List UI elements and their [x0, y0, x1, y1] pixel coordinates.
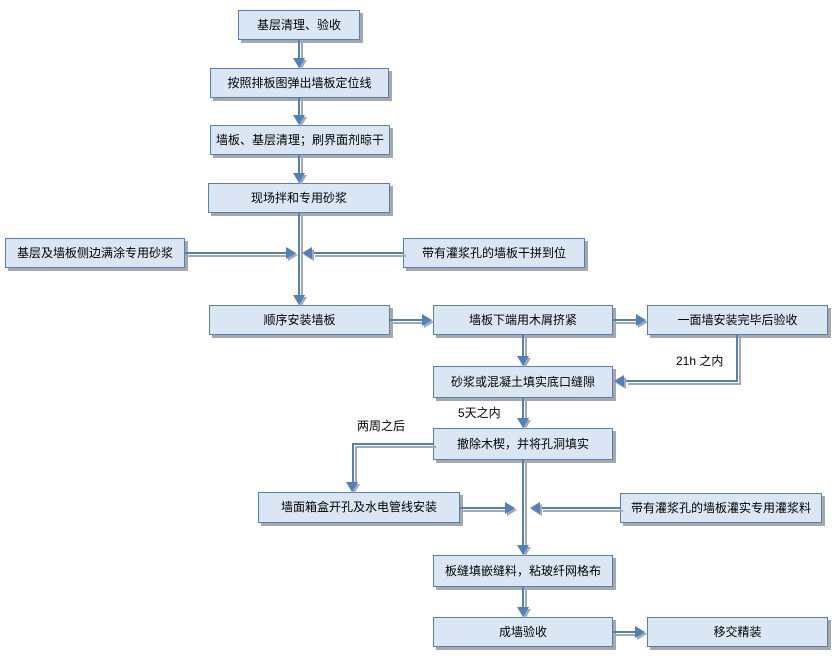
edge-n11-n12-vline: [352, 443, 354, 482]
node-label: 板缝填嵌缝料，粘玻纤网格布: [444, 563, 601, 578]
edge-n5-junction-line: [185, 252, 286, 254]
node-grout-panels-with-special-grout: 带有灌浆孔的墙板灌实专用灌浆料: [620, 493, 822, 523]
node-label: 基层清理、验收: [256, 17, 341, 32]
node-seal-joints-fiberglass-mesh: 板缝填嵌缝料，粘玻纤网格布: [433, 555, 613, 587]
edge-n15-n16-line: [613, 631, 635, 633]
edge-n4-n7-line: [298, 213, 300, 295]
node-dry-fit-grout-hole-panels: 带有灌浆孔的墙板干拼到位: [403, 238, 585, 268]
edge-n7-n8-arrowhead: [422, 314, 432, 326]
node-label: 基层及墙板侧边满涂专用砂浆: [16, 245, 173, 260]
edge-n2-n3-arrowhead: [293, 115, 305, 125]
edge-n8-n9-arrowhead: [636, 314, 646, 326]
edge-n13-junction-line: [540, 507, 620, 509]
node-label: 带有灌浆孔的墙板干拼到位: [421, 245, 566, 260]
node-finished-wall-acceptance: 成墙验收: [433, 617, 613, 647]
edge-n14-n15-line: [522, 587, 524, 607]
edge-n1-n2-arrowhead: [293, 58, 305, 68]
node-fill-bottom-joint-gap: 砂浆或混凝土填实底口缝隙: [433, 366, 613, 398]
node-snap-panel-layout-lines: 按照排板图弹出墙板定位线: [210, 68, 389, 98]
node-label: 墙板、基层清理；刷界面剂晾干: [215, 132, 384, 147]
node-label: 撤除木楔，并将孔洞填实: [456, 436, 589, 451]
node-label: 移交精装: [713, 624, 762, 639]
edge-label-after-two-weeks: 两周之后: [357, 419, 406, 433]
edge-n4-n7-arrowhead: [293, 295, 305, 305]
node-label: 顺序安装墙板: [263, 312, 336, 327]
edge-n12-junction-line: [460, 507, 505, 509]
edge-n6-junction-arrowhead: [302, 247, 312, 259]
node-onsite-mix-special-mortar: 现场拌和专用砂浆: [208, 183, 390, 213]
edge-n8-n9-line: [613, 319, 636, 321]
node-label: 墙板下端用木屑挤紧: [468, 312, 577, 327]
node-box-openings-mep-install: 墙面箱盒开孔及水电管线安装: [258, 492, 460, 523]
edge-n7-n8-line: [390, 319, 422, 321]
edge-n9-n10-hline: [625, 380, 738, 382]
node-install-panels-in-sequence: 顺序安装墙板: [209, 305, 390, 335]
edge-n10-n11-arrowhead: [517, 418, 529, 428]
edge-n3-n4-line: [298, 155, 300, 173]
edge-n9-n10-vline: [736, 335, 738, 382]
edge-n3-n4-arrowhead: [293, 173, 305, 183]
node-clean-and-apply-interface-agent: 墙板、基层清理；刷界面剂晾干: [210, 125, 390, 155]
node-label: 砂浆或混凝土填实底口缝隙: [450, 374, 595, 389]
edge-n9-n10-arrowhead: [614, 375, 624, 387]
node-base-cleaning-acceptance: 基层清理、验收: [238, 10, 360, 40]
node-wall-acceptance-after-install: 一面墙安装完毕后验收: [647, 305, 828, 335]
edge-n14-n15-arrowhead: [517, 607, 529, 617]
edge-n11-n14-arrowhead: [517, 545, 529, 555]
edge-n13-junction-arrowhead: [530, 502, 540, 514]
node-label: 一面墙安装完毕后验收: [677, 312, 798, 327]
node-wedge-panel-bottom-tight: 墙板下端用木屑挤紧: [433, 305, 613, 335]
edge-n6-junction-line: [312, 252, 403, 254]
node-label: 按照排板图弹出墙板定位线: [227, 75, 372, 90]
node-remove-wedges-fill-holes: 撤除木楔，并将孔洞填实: [433, 428, 613, 460]
node-label: 现场拌和专用砂浆: [250, 190, 347, 205]
edge-label-within-5-days: 5天之内: [458, 406, 501, 420]
edge-n15-n16-arrowhead: [635, 626, 645, 638]
node-label: 墙面箱盒开孔及水电管线安装: [280, 500, 437, 515]
edge-n11-n12-arrowhead: [346, 482, 358, 492]
edge-n10-n11-line: [522, 398, 524, 418]
node-label: 成墙验收: [498, 624, 547, 639]
edge-label-within-21h: 21h 之内: [676, 354, 724, 368]
edge-n5-junction-arrowhead: [286, 247, 296, 259]
node-label: 带有灌浆孔的墙板灌实专用灌浆料: [630, 500, 811, 515]
node-coat-base-and-panel-sides-mortar: 基层及墙板侧边满涂专用砂浆: [5, 238, 185, 268]
edge-n12-junction-arrowhead: [505, 502, 515, 514]
edge-n2-n3-line: [298, 98, 300, 115]
edge-n1-n2-line: [298, 40, 300, 58]
node-handover-to-finishing: 移交精装: [647, 617, 828, 647]
edge-n8-n10-line: [522, 335, 524, 356]
edge-n11-n14-line: [522, 460, 524, 545]
edge-n8-n10-arrowhead: [517, 356, 529, 366]
edge-n11-n12-hline: [352, 443, 433, 445]
